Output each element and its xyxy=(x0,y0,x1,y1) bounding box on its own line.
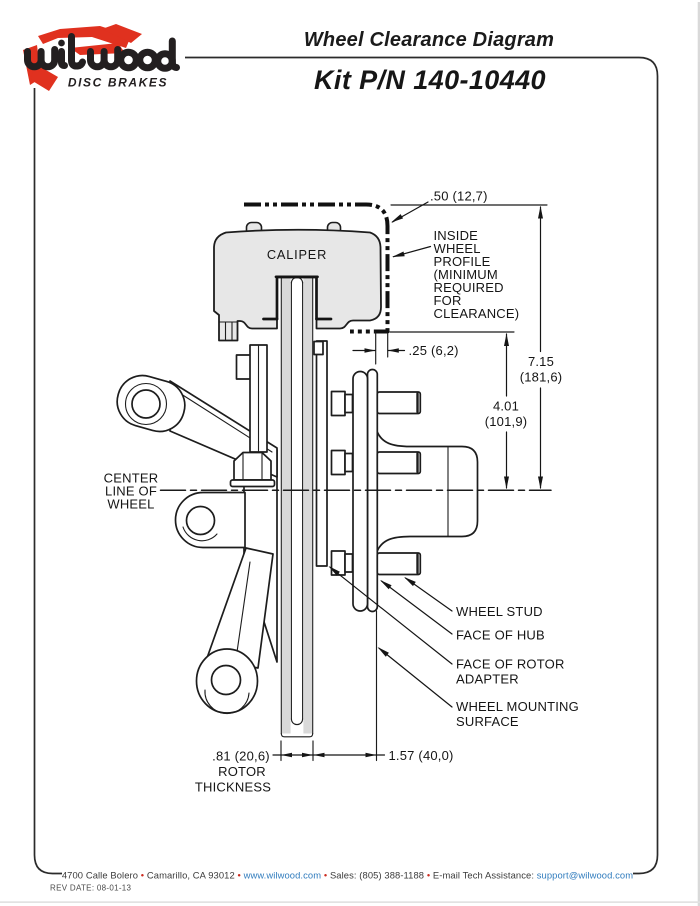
caliper-label: CALIPER xyxy=(267,247,327,262)
page-title: Wheel Clearance Diagram xyxy=(304,29,554,51)
page-edge-bottom xyxy=(0,901,700,903)
dim-rotor-thickness-2: ROTOR xyxy=(218,764,266,779)
label-wheel-mounting-surface-2: SURFACE xyxy=(456,714,519,729)
footer-city: Camarillo, CA 93012 xyxy=(147,870,235,881)
footer-email-link[interactable]: support@wilwood.com xyxy=(537,870,633,881)
svg-text:WHEEL: WHEEL xyxy=(107,497,154,512)
footer-bullet-2: • xyxy=(235,870,244,881)
dim-mount-offset: 1.57 (40,0) xyxy=(389,748,454,763)
dim-side-clearance: .25 (6,2) xyxy=(409,343,459,358)
inside-wheel-profile-line xyxy=(244,202,390,334)
footer-sales-phone: Sales: (805) 388-1188 xyxy=(330,870,424,881)
svg-text:PROFILE: PROFILE xyxy=(434,254,491,269)
dim-overall-height-1: 7.15 xyxy=(528,354,554,369)
label-face-of-hub: FACE OF HUB xyxy=(456,628,545,643)
page-frame-border xyxy=(33,56,659,875)
dim-top-clearance: .50 (12,7) xyxy=(430,189,488,204)
wilwood-logo: DISC BRAKES xyxy=(23,24,180,91)
svg-text:LINE OF: LINE OF xyxy=(105,484,157,499)
label-face-of-rotor-adapter-1: FACE OF ROTOR xyxy=(456,657,565,672)
svg-text:WHEEL: WHEEL xyxy=(434,241,481,256)
footer-bullet-3: • xyxy=(321,870,330,881)
dim-rotor-thickness-3: THICKNESS xyxy=(195,780,271,795)
logo-tagline: DISC BRAKES xyxy=(68,76,168,90)
footer-bullet-4: • xyxy=(424,870,433,881)
footer-website-link[interactable]: www.wilwood.com xyxy=(243,870,322,881)
footer-address: 4700 Calle Bolero xyxy=(62,870,138,881)
svg-text:(MINIMUM: (MINIMUM xyxy=(434,267,498,282)
footer-contact-line: 4700 Calle Bolero • Camarillo, CA 93012 … xyxy=(62,870,633,881)
logo-script-wilwood xyxy=(24,33,180,72)
hub-nose xyxy=(376,430,479,553)
footer-bullet-1: • xyxy=(138,870,147,881)
dimension-texts: .50 (12,7) .25 (6,2) 7.15 (181,6) 4.01 (… xyxy=(195,189,562,795)
footer-email-label: E-mail Tech Assistance: xyxy=(433,870,534,881)
stud-heads xyxy=(330,390,354,576)
dim-radial-height-1: 4.01 xyxy=(493,399,519,414)
caliper-body xyxy=(213,228,382,342)
label-wheel-mounting-surface-1: WHEEL MOUNTING xyxy=(456,699,579,714)
label-inside-wheel-profile: INSIDE WHEEL PROFILE (MINIMUM REQUIRED F… xyxy=(434,228,520,321)
label-face-of-rotor-adapter-2: ADAPTER xyxy=(456,672,519,687)
svg-text:FOR: FOR xyxy=(434,293,462,308)
extension-lines xyxy=(280,204,548,762)
svg-text:CENTER: CENTER xyxy=(104,471,159,486)
footer-rev-date: REV DATE: 08-01-13 xyxy=(50,884,132,893)
kit-part-number: Kit P/N 140-10440 xyxy=(314,65,546,95)
dimension-lines xyxy=(272,201,543,758)
dim-overall-height-2: (181,6) xyxy=(520,370,563,385)
label-center-line-of-wheel: CENTER LINE OF WHEEL xyxy=(104,471,159,512)
callout-labels: INSIDE WHEEL PROFILE (MINIMUM REQUIRED F… xyxy=(104,228,579,729)
dim-rotor-thickness-1: .81 (20,6) xyxy=(212,749,270,764)
footer: 4700 Calle Bolero • Camarillo, CA 93012 … xyxy=(50,866,633,893)
rotor-adapter xyxy=(315,340,328,567)
spindle-knuckle xyxy=(116,344,278,715)
brake-caliper: CALIPER xyxy=(213,221,382,342)
svg-text:CLEARANCE): CLEARANCE) xyxy=(434,306,520,321)
wheel-studs xyxy=(376,391,422,576)
wheel-clearance-drawing: CALIPER xyxy=(104,189,579,795)
page-edge-right xyxy=(697,2,700,906)
brake-rotor xyxy=(280,276,314,738)
hub-assembly xyxy=(313,340,479,613)
svg-text:INSIDE: INSIDE xyxy=(434,228,479,243)
dim-radial-height-2: (101,9) xyxy=(485,414,528,429)
svg-text:REQUIRED: REQUIRED xyxy=(434,280,504,295)
label-wheel-stud: WHEEL STUD xyxy=(456,604,543,619)
